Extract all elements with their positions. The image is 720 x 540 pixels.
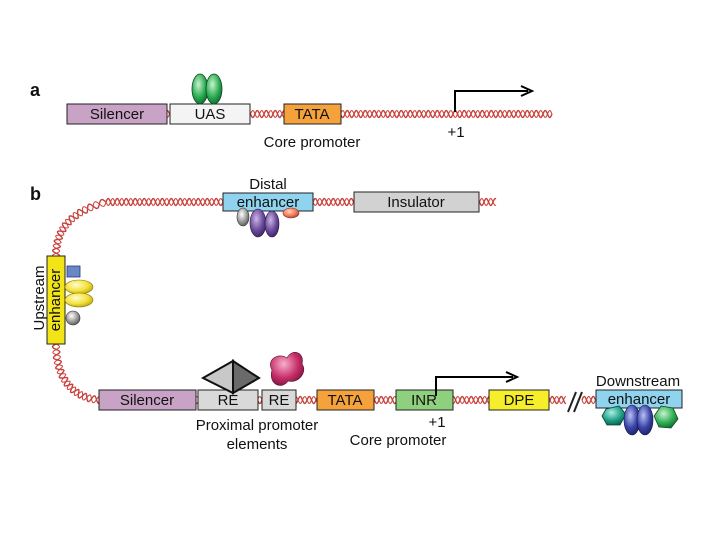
upstream-enhancer-proteins: [64, 265, 94, 326]
dpe-box: DPE: [488, 389, 550, 411]
re-box-1: RE: [197, 389, 259, 411]
dna-helix-strand: [52, 201, 107, 256]
dna-helix-strand: [581, 395, 599, 405]
tata-a-label: TATA: [295, 106, 330, 123]
proximal-caption-line2: elements: [227, 436, 288, 453]
downstream-enhancer-proteins: [601, 404, 679, 436]
dna-strands: [51, 109, 599, 405]
dna-helix-strand: [52, 343, 101, 404]
uas-label: UAS: [195, 106, 226, 123]
distal-caption: Distal: [249, 176, 287, 193]
downstream-caption: Downstream: [596, 373, 680, 390]
tss-arrow-b: [435, 371, 520, 396]
dna-helix-strand: [51, 343, 101, 405]
tss-a-label: +1: [447, 124, 464, 141]
dna-break-mark: [567, 391, 583, 413]
uas-activator-protein: [191, 73, 223, 105]
tss-arrow-a: [454, 85, 535, 112]
silencer-a-label: Silencer: [90, 106, 144, 123]
re-label-2: RE: [269, 392, 290, 409]
tata-a-box: TATA: [283, 103, 342, 125]
panel-b-label: b: [30, 184, 41, 204]
upstream-enhancer-box: enhancer: [46, 255, 66, 345]
inr-box: INR: [395, 389, 454, 411]
distal-enhancer-box: enhancer: [222, 192, 314, 212]
proximal-caption-line1: Proximal promoter: [196, 417, 319, 434]
downstream-enhancer-box: enhancer: [595, 389, 683, 409]
re-label-1: RE: [218, 392, 239, 409]
tata-b-box: TATA: [316, 389, 375, 411]
dpe-label: DPE: [504, 392, 535, 409]
silencer-b-box: Silencer: [98, 389, 197, 411]
panel-a-label: a: [30, 80, 41, 100]
uas-box: UAS: [169, 103, 251, 125]
distal-enhancer-proteins: [236, 207, 300, 238]
insulator-box: Insulator: [353, 191, 480, 213]
core-promoter-a-caption: Core promoter: [264, 134, 361, 151]
tss-b-label: +1: [428, 414, 445, 431]
upstream-caption: Upstream: [31, 265, 48, 330]
downstream-enhancer-label: enhancer: [608, 391, 671, 408]
insulator-label: Insulator: [387, 194, 445, 211]
upstream-enhancer-label: enhancer: [47, 269, 64, 332]
inr-label: INR: [411, 392, 437, 409]
dna-helix-strand: [51, 198, 107, 256]
re-box-2: RE: [261, 389, 297, 411]
silencer-b-label: Silencer: [120, 392, 174, 409]
silencer-a-box: Silencer: [66, 103, 168, 125]
core-promoter-b-caption: Core promoter: [350, 432, 447, 449]
re-binding-proteins: [200, 352, 305, 395]
distal-enhancer-label: enhancer: [237, 194, 300, 211]
tata-b-label: TATA: [328, 392, 363, 409]
